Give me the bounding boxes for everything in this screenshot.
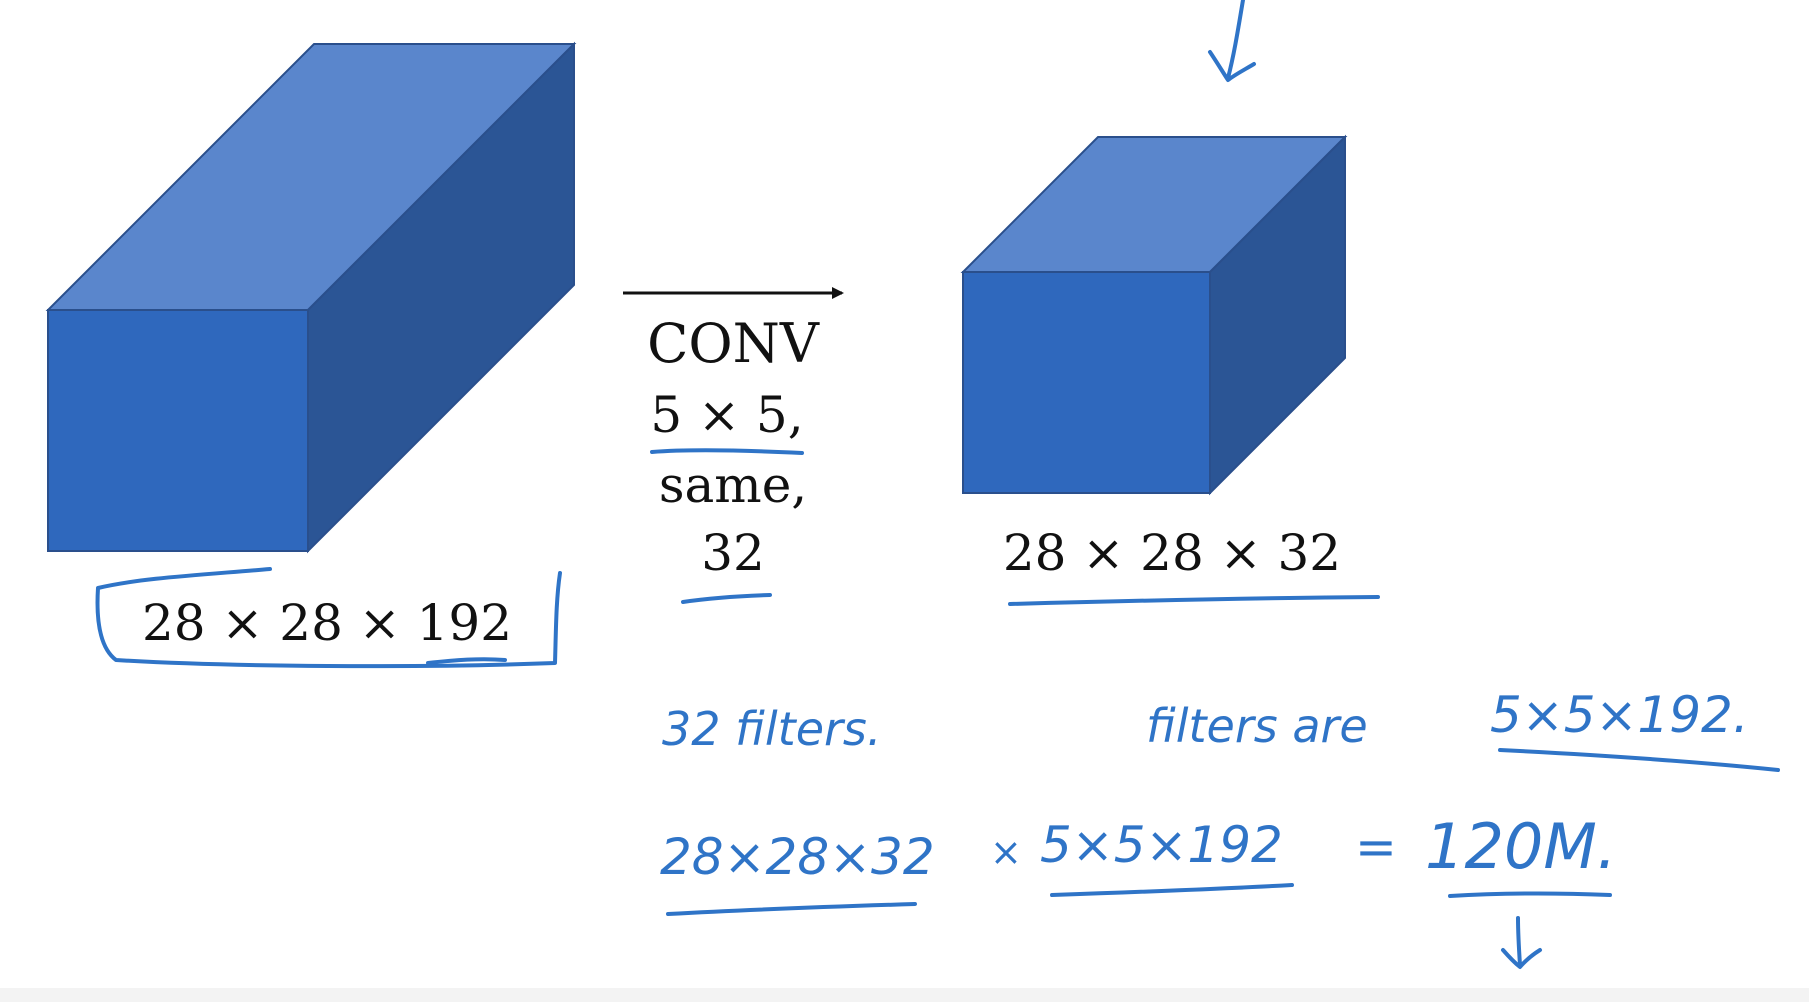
calc-times-sign: × <box>990 830 1022 874</box>
output-dims-underline <box>1008 595 1380 606</box>
input-volume-front-face <box>47 309 309 552</box>
input-dims-bracket <box>95 567 562 669</box>
result-down-arrow <box>1501 916 1542 969</box>
note-filter-shape: 5×5×192. <box>1490 686 1749 744</box>
video-bottom-strip <box>0 988 1809 1002</box>
note-filters-are: filters are <box>1146 699 1368 753</box>
conv-label: CONV <box>647 312 820 375</box>
output-volume <box>960 134 1348 496</box>
input-dims-label: 28 × 28 × 192 <box>142 594 512 652</box>
calc-equals-sign: = <box>1355 818 1397 876</box>
padding-label: same, <box>659 456 807 514</box>
output-top-arrow <box>1208 0 1256 82</box>
output-dims-label: 28 × 28 × 32 <box>1003 524 1341 582</box>
calc-left-term: 28×28×32 <box>660 828 935 886</box>
calc-right-underline <box>1050 883 1294 897</box>
calc-result-underline <box>1448 891 1612 898</box>
filter-count-label: 32 <box>701 524 765 582</box>
filter-count-underline <box>681 593 772 604</box>
calc-left-underline <box>666 902 917 916</box>
input-192-underline <box>426 657 507 665</box>
input-volume <box>45 41 577 554</box>
output-volume-front-face <box>962 271 1211 494</box>
filter-size-underline <box>650 448 804 455</box>
handwritten-notes: 32 filters. filters are 5×5×192. 28×28×3… <box>660 686 1780 969</box>
filter-shape-underline <box>1498 748 1780 772</box>
filter-size-label: 5 × 5, <box>650 386 803 444</box>
calc-right-term: 5×5×192 <box>1040 816 1283 874</box>
calc-result: 120M. <box>1425 810 1617 883</box>
note-32-filters: 32 filters. <box>662 702 882 756</box>
